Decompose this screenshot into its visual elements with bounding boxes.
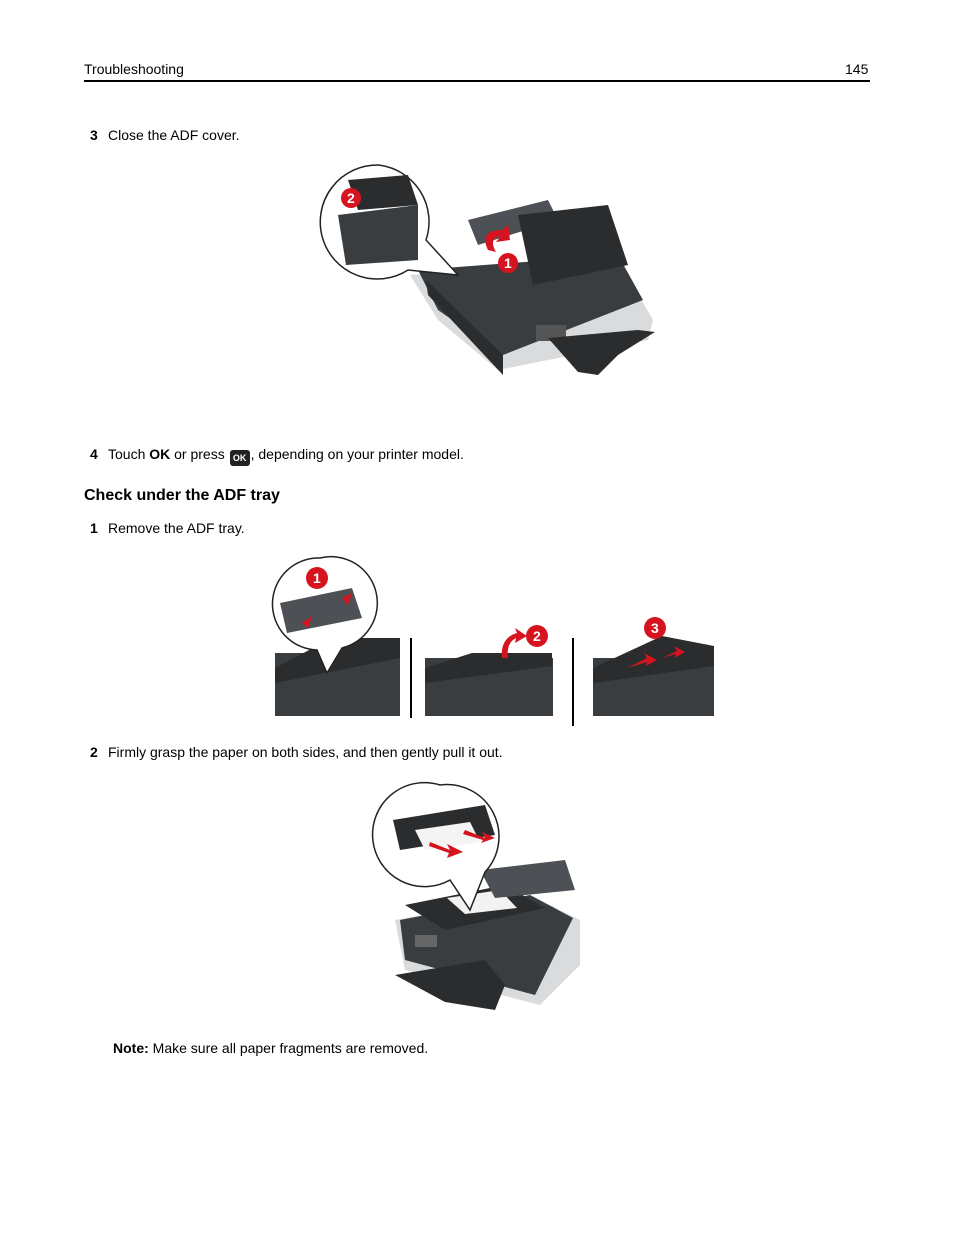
step-2-number: 2 [90, 744, 98, 760]
scanner-lid [518, 205, 628, 285]
step-4-prefix: Touch [108, 446, 150, 462]
badge-2 [341, 188, 361, 208]
step-2-text: Firmly grasp the paper on both sides, an… [108, 744, 503, 760]
note: Note: Make sure all paper fragments are … [113, 1040, 428, 1056]
step-1-number: 1 [90, 520, 98, 536]
panel3-badge-text: 3 [651, 620, 659, 636]
step-3: 3 [90, 127, 98, 145]
panel2-badge-text: 2 [533, 628, 541, 644]
step-number: 3 [90, 127, 98, 143]
panel1-adf [275, 638, 400, 683]
divider-2 [572, 638, 574, 726]
note-label: Note: [113, 1040, 149, 1056]
running-header-title: Troubleshooting [84, 61, 184, 77]
display-panel [536, 325, 566, 341]
output-tray [548, 330, 655, 375]
close-arrow [485, 224, 510, 252]
header-rule [84, 80, 870, 82]
panel2-arrow [501, 628, 527, 658]
page-number: 145 [845, 61, 869, 77]
callout-cover [348, 175, 418, 210]
figure-remove-adf-tray: 1 2 3 [271, 555, 714, 726]
display [415, 935, 437, 947]
step-4-suffix: , depending on your printer model. [250, 446, 464, 462]
step-4-text: Touch OK or press OK, depending on your … [108, 446, 464, 466]
output-tray [395, 960, 505, 1010]
panel3-badge [644, 617, 666, 639]
pull-arrows [429, 830, 495, 858]
step-1-text: Remove the ADF tray. [108, 520, 245, 536]
step-4-number: 4 [90, 446, 98, 462]
step-4-middle: or press [170, 446, 229, 462]
paper-support [480, 860, 575, 898]
badge-2-text: 2 [347, 190, 355, 206]
panel2-badge [526, 625, 548, 647]
figure-pull-paper [371, 781, 580, 1010]
panel1-callout-tray [280, 588, 362, 633]
panel1-badge [306, 567, 328, 589]
ok-button-icon: OK [229, 450, 250, 466]
badge-1 [498, 253, 518, 273]
printer-side [426, 280, 503, 375]
divider-1 [410, 638, 412, 718]
step-3-text: Close the ADF cover. [108, 127, 240, 143]
panel1-arrows [302, 593, 352, 628]
section-heading: Check under the ADF tray [84, 487, 280, 504]
panel3-arrows [627, 646, 685, 668]
callout-body [338, 205, 418, 265]
ok-label: OK [149, 446, 171, 462]
badge-1-text: 1 [504, 255, 512, 271]
panel1-badge-text: 1 [313, 570, 321, 586]
figure-close-adf-cover: 1 2 [319, 164, 655, 375]
panel2-adf [425, 653, 552, 683]
note-text: Make sure all paper fragments are remove… [148, 1040, 429, 1056]
